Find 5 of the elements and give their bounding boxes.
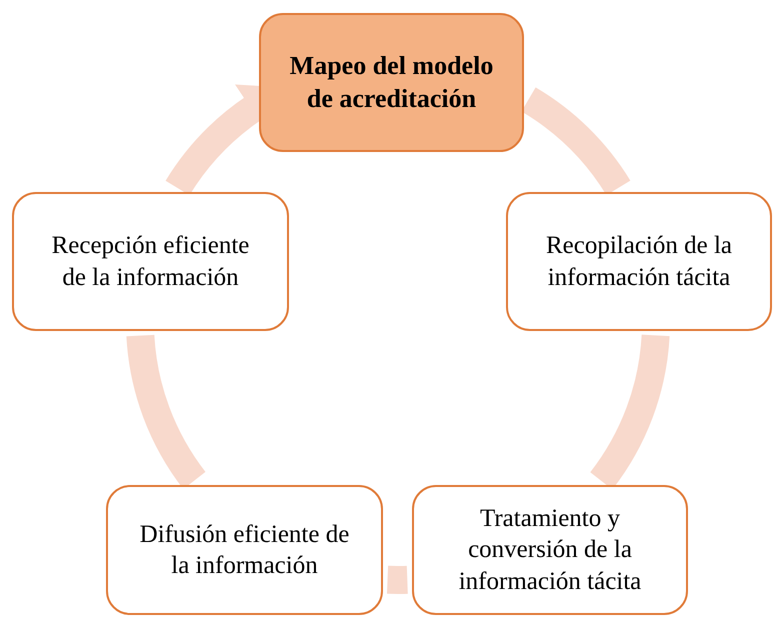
step-box: Difusión eficiente de la información bbox=[106, 485, 383, 615]
highlighted-step-box: Mapeo del modelo de acreditación bbox=[259, 13, 524, 152]
step-box: Tratamiento y conversión de la información tácita bbox=[412, 485, 688, 615]
step-box: Recopilación de la información tácita bbox=[506, 192, 772, 331]
step-box: Recepción eficiente de la información bbox=[12, 192, 289, 331]
